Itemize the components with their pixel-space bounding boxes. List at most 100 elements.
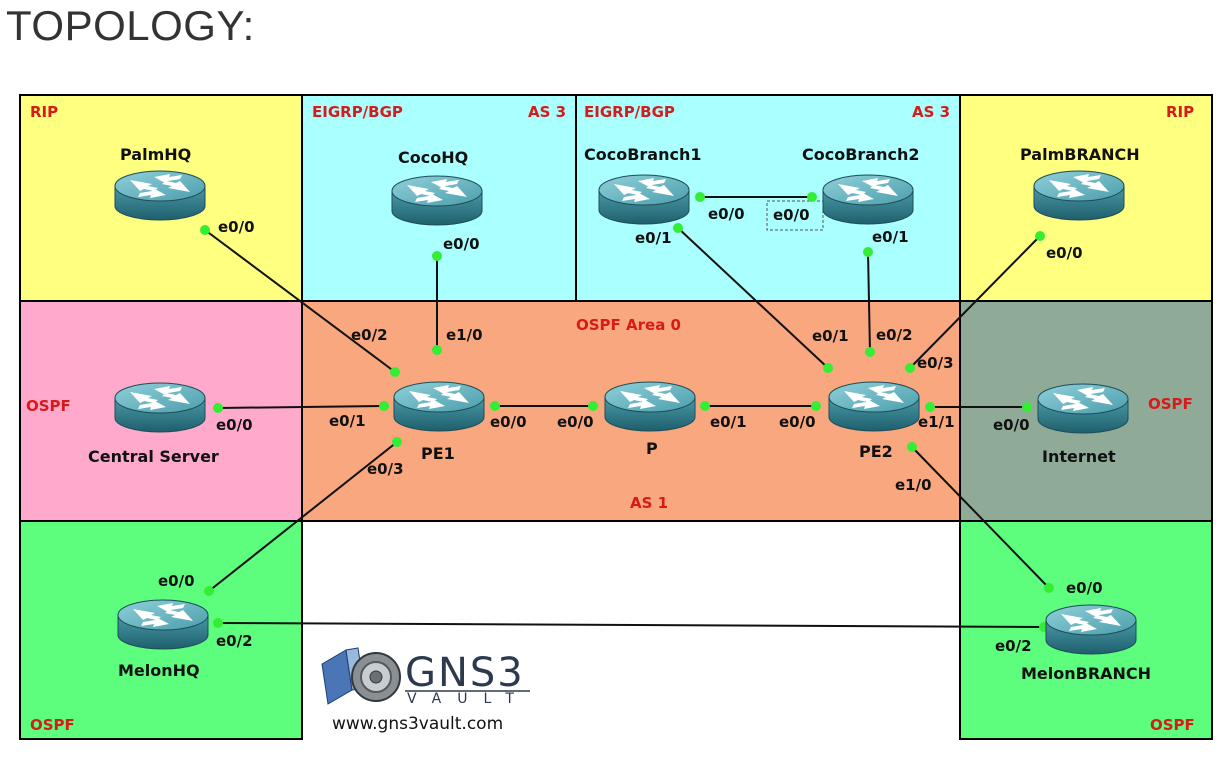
gns3-vault-logo: GNS3 VAULT www.gns3vault.com (321, 647, 530, 734)
router-icon (391, 175, 483, 226)
page-title: TOPOLOGY: (6, 2, 255, 49)
zone-label: OSPF (1148, 395, 1193, 413)
port-dot (823, 363, 833, 373)
interface-label: e0/0 (490, 413, 527, 431)
port-dot (392, 437, 402, 447)
link-pe2-melonbranch (911, 446, 1050, 589)
router-melonbranch[interactable]: MelonBRANCH (1021, 604, 1151, 683)
interface-label: e0/0 (773, 206, 810, 224)
router-palmbranch[interactable]: PalmBRANCH (1020, 145, 1140, 221)
router-melonhq[interactable]: MelonHQ (117, 599, 209, 680)
port-dot (204, 586, 214, 596)
logo-name: GNS3 (405, 650, 525, 696)
router-cocobranch2[interactable]: CocoBranch2 (802, 145, 920, 225)
interface-label: e0/0 (779, 413, 816, 431)
router-icon (604, 381, 696, 432)
port-dot (863, 247, 873, 257)
router-label: PalmBRANCH (1020, 145, 1140, 164)
zone-as-label: AS 1 (630, 494, 668, 512)
interface-label: e0/2 (995, 637, 1032, 655)
router-palmhq[interactable]: PalmHQ (114, 145, 206, 221)
zone-label: OSPF (30, 716, 75, 734)
zone-label: EIGRP/BGP (312, 103, 403, 121)
port-dot (432, 251, 442, 261)
interface-label: e0/3 (917, 354, 954, 372)
router-label: MelonBRANCH (1021, 664, 1151, 683)
port-dot (695, 192, 705, 202)
selection-box (766, 200, 824, 231)
interface-label: e0/1 (329, 412, 366, 430)
interface-label: e0/1 (710, 413, 747, 431)
links (204, 196, 1050, 628)
interface-label: e0/0 (1046, 244, 1083, 262)
port-dot (925, 402, 935, 412)
link-palmhq-pe1 (204, 229, 396, 373)
port-dot (1044, 583, 1054, 593)
router-central-server[interactable]: Central Server (88, 382, 219, 466)
link-central-pe1 (217, 405, 385, 409)
interface-label: e0/2 (216, 632, 253, 650)
router-pe2[interactable]: PE2 (828, 381, 920, 461)
interface-label: e1/0 (446, 326, 483, 344)
router-icon (1033, 170, 1125, 221)
router-label: MelonHQ (118, 661, 200, 680)
router-label: CocoBranch2 (802, 145, 920, 164)
port-dot (213, 403, 223, 413)
router-label: Internet (1042, 447, 1116, 466)
router-icon (393, 381, 485, 432)
link-melonhq-melonbranch (217, 622, 1045, 628)
router-cocobranch1[interactable]: CocoBranch1 (584, 145, 702, 225)
interface-label: e0/0 (993, 416, 1030, 434)
router-icon (114, 382, 206, 433)
router-icon (117, 599, 209, 650)
port-dot (390, 367, 400, 377)
zone-label: OSPF (1150, 716, 1195, 734)
router-label: PE2 (859, 442, 893, 461)
interface-label: e0/0 (218, 218, 255, 236)
zone-as-label: AS 3 (528, 103, 566, 121)
interface-label: e0/1 (872, 228, 909, 246)
logo-url: www.gns3vault.com (332, 714, 503, 734)
interface-label: e0/0 (708, 205, 745, 223)
router-pe1[interactable]: PE1 (393, 381, 485, 463)
interface-label: e0/0 (1066, 579, 1103, 597)
zone-label: EIGRP/BGP (584, 103, 675, 121)
interface-label: e1/0 (895, 476, 932, 494)
link-palmbranch-pe2 (909, 235, 1041, 369)
zone-label: OSPF (26, 397, 71, 415)
router-icon (1037, 383, 1129, 434)
router-internet[interactable]: Internet (1037, 383, 1129, 466)
interface-labels: e0/0 e0/0 e0/0 e0/0 e0/1 e0/1 e0/0 e0/2 … (158, 205, 1103, 655)
router-label: PalmHQ (120, 145, 191, 164)
interface-label: e0/0 (216, 416, 253, 434)
link-pe1-melonhq (208, 441, 398, 592)
port-dot (490, 401, 500, 411)
port-dot (1022, 402, 1032, 412)
router-label: Central Server (88, 447, 219, 466)
vault-icon (321, 647, 401, 705)
router-icon (114, 170, 206, 221)
interface-label: e0/2 (351, 326, 388, 344)
router-label: P (646, 439, 658, 458)
router-icon (828, 381, 920, 432)
router-cocohq[interactable]: CocoHQ (391, 148, 483, 226)
port-dot (905, 363, 915, 373)
port-dot (811, 401, 821, 411)
port-dot (432, 345, 442, 355)
interface-label: e0/3 (367, 460, 404, 478)
router-label: CocoBranch1 (584, 145, 702, 164)
router-icon (598, 174, 690, 225)
router-label: PE1 (421, 444, 455, 463)
interface-label: e0/0 (158, 572, 195, 590)
router-icon (822, 174, 914, 225)
router-icon (1045, 604, 1137, 655)
logo-tagline: VAULT (407, 691, 530, 707)
port-dot (588, 401, 598, 411)
router-p[interactable]: P (604, 381, 696, 458)
interface-label: e0/2 (876, 326, 913, 344)
link-cocobranch1-pe2 (677, 227, 829, 369)
port-dot (907, 442, 917, 452)
zone-as-label: AS 3 (912, 103, 950, 121)
port-dot (213, 618, 223, 628)
